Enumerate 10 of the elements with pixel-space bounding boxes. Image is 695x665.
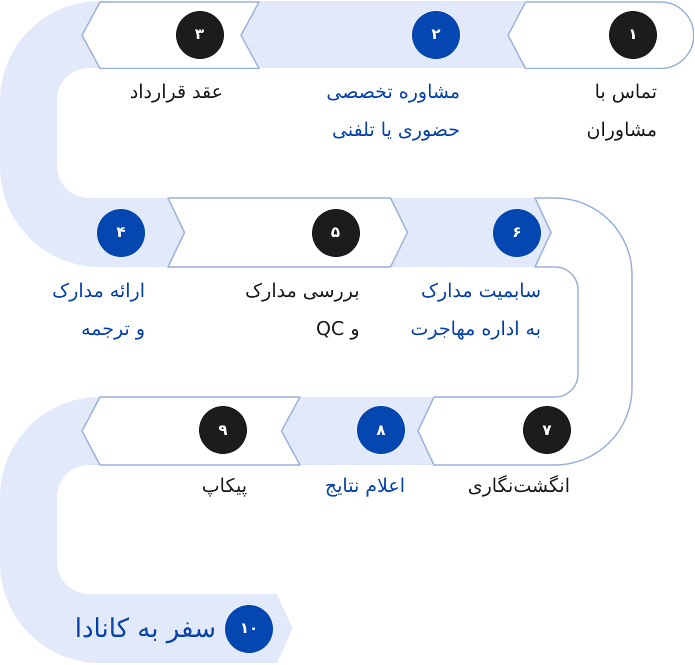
step-label: مشاوره تخصصی حضوری یا تلفنی: [325, 80, 460, 143]
step-label: انگشت‌نگاری: [466, 474, 570, 499]
step-label: سابمیت مدارک به اداره مهاجرت: [409, 279, 541, 342]
step-label: پیکاپ: [200, 474, 247, 499]
step-label: سفر به کانادا: [74, 612, 216, 646]
step-label: ارائه مدارک و ترجمه: [51, 279, 145, 342]
step-label: عقد قرارداد: [128, 80, 223, 105]
step-label: بررسی مدارک و QC: [244, 279, 360, 342]
step-label: اعلام نتایج: [324, 474, 405, 499]
step-label: تماس با مشاوران: [586, 80, 657, 143]
